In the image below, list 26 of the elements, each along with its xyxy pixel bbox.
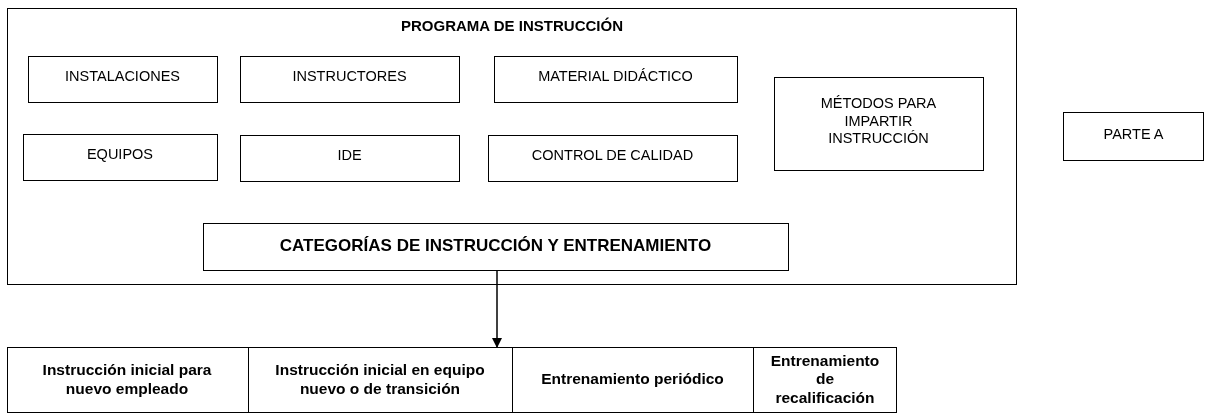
box-label: Instrucción inicial en equipo nuevo o de transición [274,360,486,399]
box-label: INSTALACIONES [64,68,181,86]
box-label: CONTROL DE CALIDAD [530,147,695,165]
program-panel [7,8,1017,285]
box-label: PARTE A [1102,125,1165,144]
table-row [7,347,897,413]
box-label: EQUIPOS [85,146,155,164]
box-label: MÉTODOS PARA IMPARTIR INSTRUCCIÓN [819,95,938,148]
label-box [487,134,738,182]
box-label: Instrucción inicial para nuevo empleado [41,360,213,399]
category-box [202,222,789,271]
label-box [239,55,460,103]
box-label: Entrenamiento de recalificación [769,351,881,408]
arrow [492,270,502,348]
label-box [1063,112,1204,161]
box-label: MATERIAL DIDÁCTICO [537,68,694,86]
label-box [239,134,460,182]
box-label: CATEGORÍAS DE INSTRUCCIÓN Y ENTRENAMIENTO [278,236,713,257]
label-box [22,133,218,181]
label-box [493,55,738,103]
label-box [773,76,984,171]
box-label: Entrenamiento periódico [540,370,725,389]
box-label: INSTRUCTORES [291,68,408,86]
label-box [27,55,218,103]
box-label: IDE [336,147,363,165]
panel-title: PROGRAMA DE INSTRUCCIÓN [401,16,623,35]
